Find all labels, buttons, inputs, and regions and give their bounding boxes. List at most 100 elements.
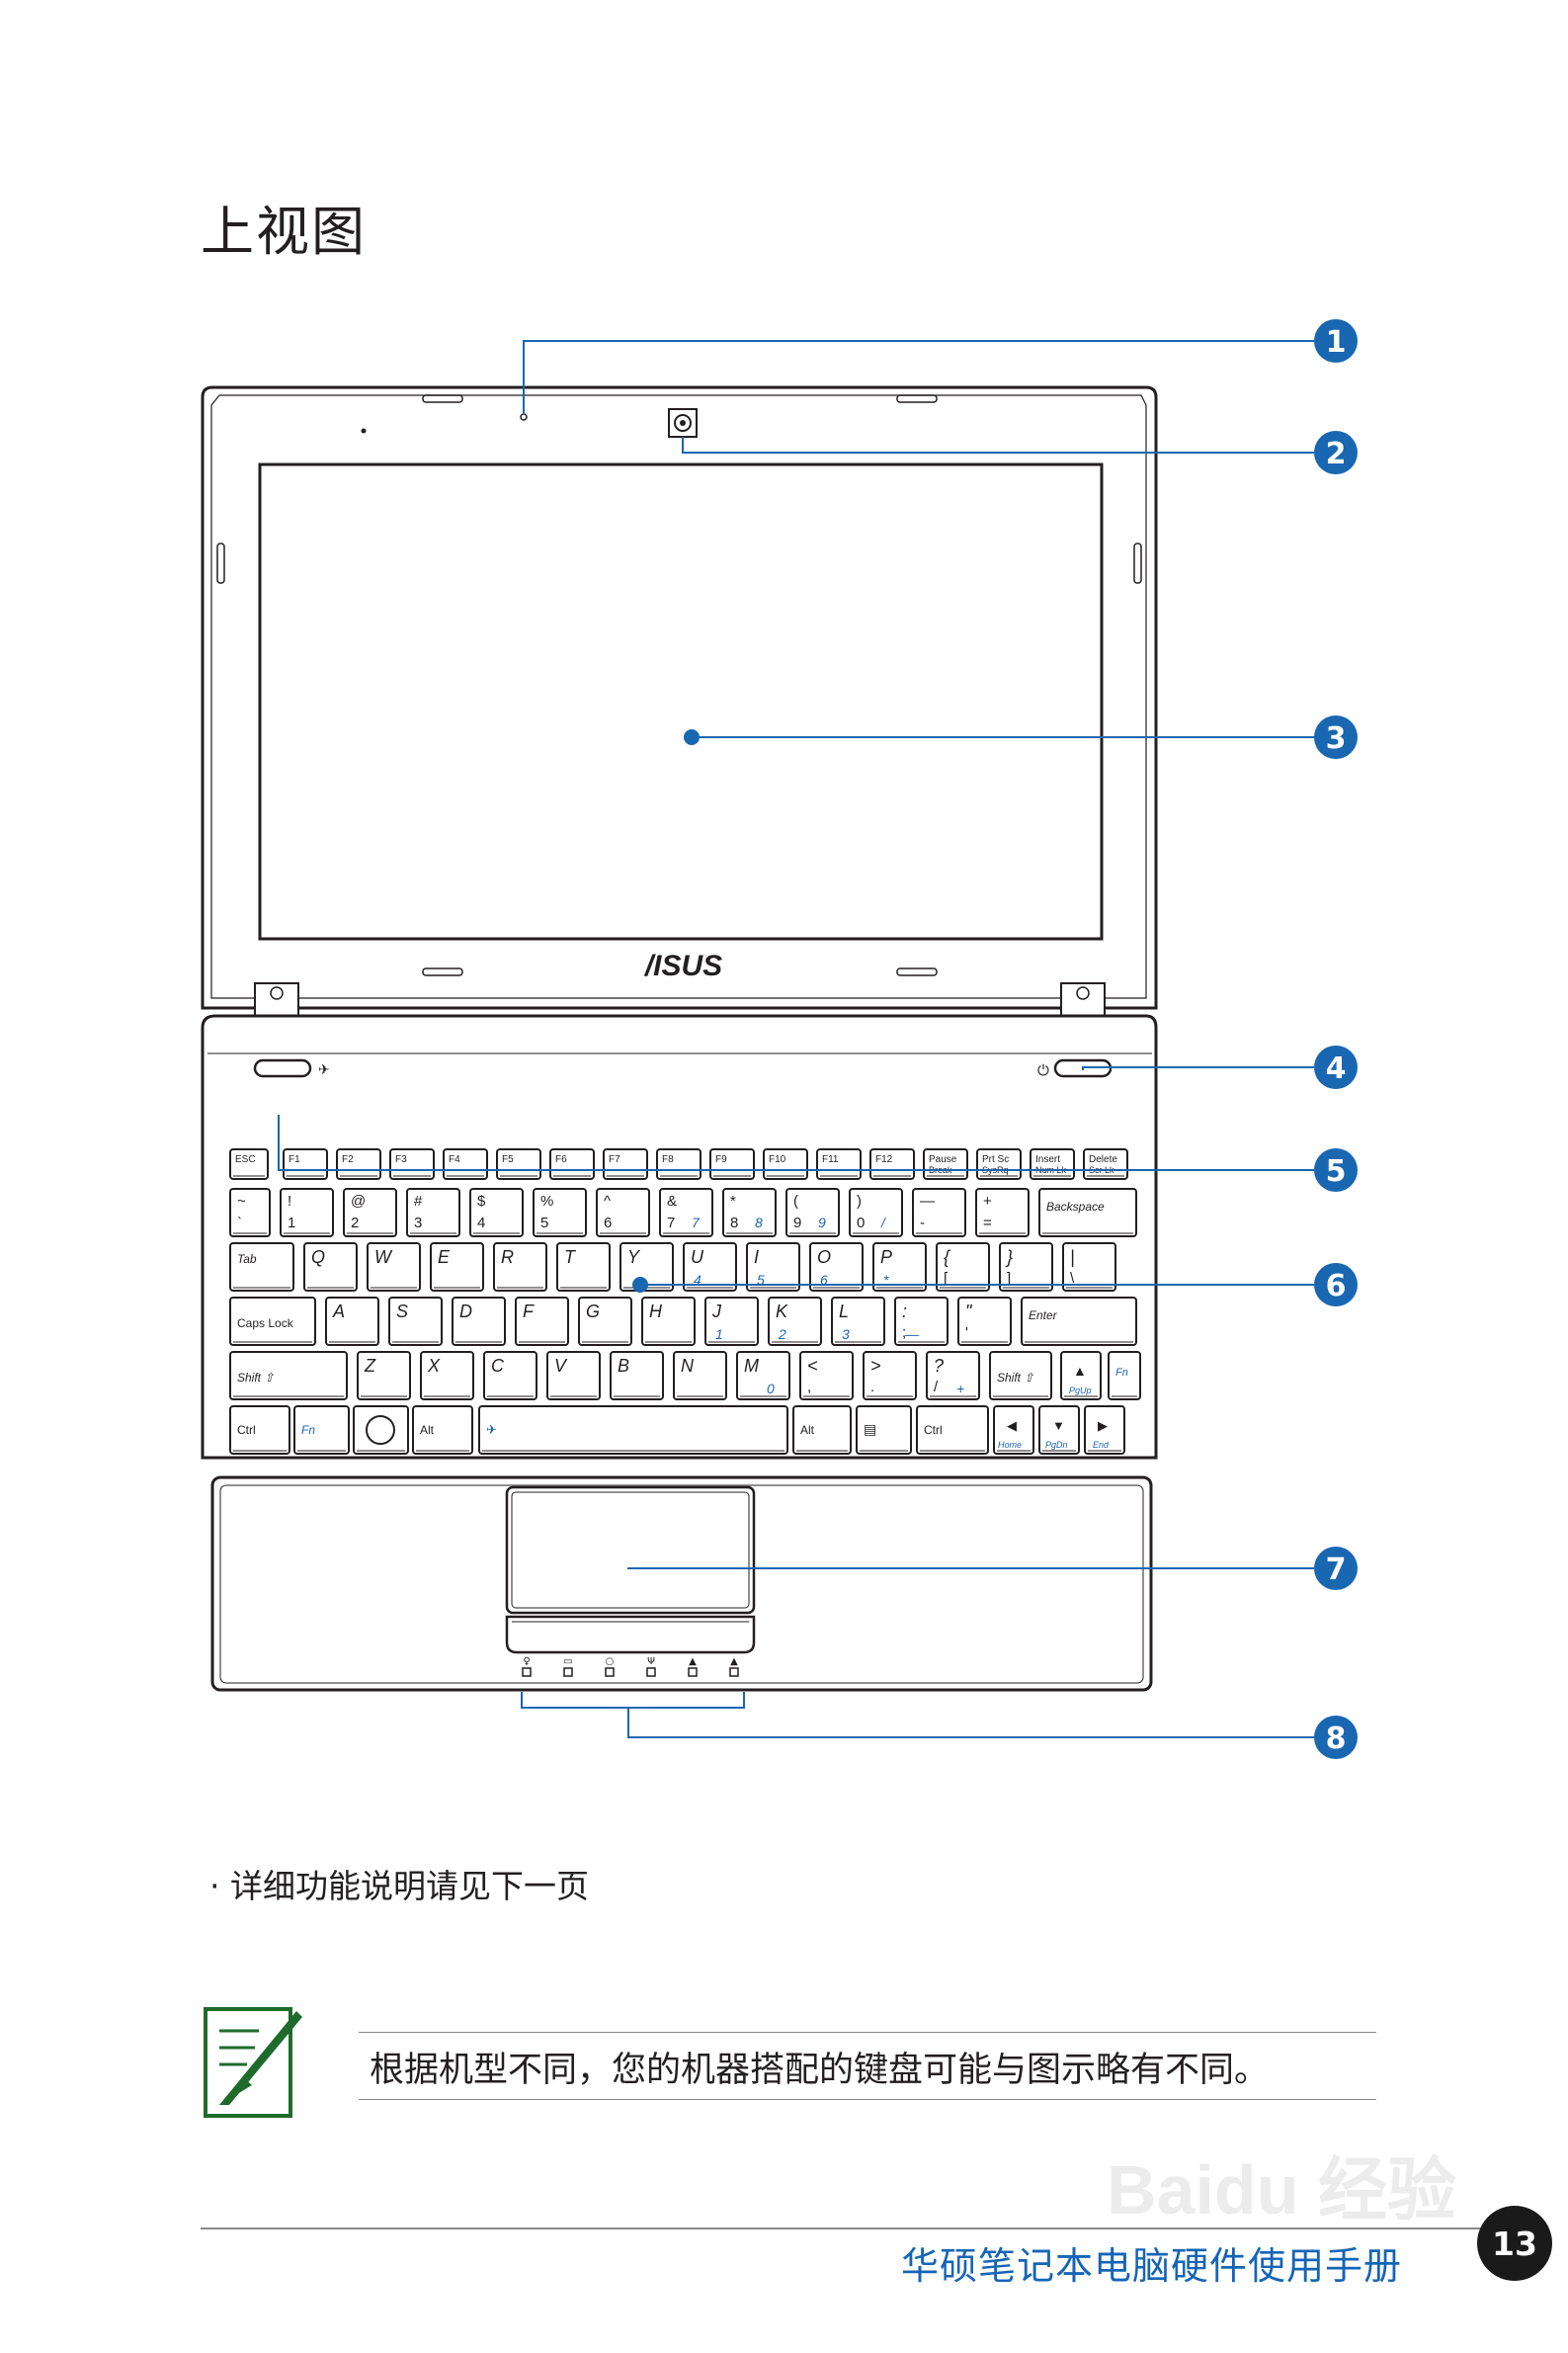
power-button[interactable]: ⏻ xyxy=(1037,1058,1113,1079)
key-alt-left[interactable]: Alt xyxy=(412,1405,473,1455)
key-enter[interactable]: Enter xyxy=(1021,1297,1137,1346)
key-down-arrow[interactable]: ▼PgDn xyxy=(1038,1405,1080,1455)
key-q-5[interactable]: Y xyxy=(619,1242,674,1292)
key-z-7[interactable]: <, xyxy=(799,1351,854,1400)
key-f8[interactable]: F8 xyxy=(656,1148,701,1180)
key-z-1[interactable]: X xyxy=(420,1351,474,1400)
key-left-arrow[interactable]: ◀Home xyxy=(993,1405,1034,1455)
key-f12[interactable]: F12 xyxy=(869,1148,915,1180)
key-z-3[interactable]: V xyxy=(546,1351,601,1400)
key-num-10[interactable]: )0/ xyxy=(849,1188,903,1237)
key-backspace[interactable]: Backspace xyxy=(1038,1188,1137,1237)
key-label: > xyxy=(870,1356,881,1376)
key-esc[interactable]: ESC xyxy=(229,1148,269,1180)
key-ctrl-right[interactable]: Ctrl xyxy=(916,1405,989,1455)
key-q-7[interactable]: I5 xyxy=(746,1242,800,1292)
key-num-0[interactable]: ~` xyxy=(229,1188,271,1237)
key-num-1[interactable]: !1 xyxy=(280,1188,334,1237)
key-up-arrow[interactable]: ▲PgUp xyxy=(1060,1351,1102,1400)
key-a-10[interactable]: "' xyxy=(957,1297,1012,1346)
key-a-6[interactable]: J1 xyxy=(704,1297,759,1346)
key-ctrl-left[interactable]: Ctrl xyxy=(229,1405,290,1455)
key-z-0[interactable]: Z xyxy=(357,1351,411,1400)
key-num-12[interactable]: += xyxy=(975,1188,1030,1237)
key-a-8[interactable]: L3 xyxy=(831,1297,885,1346)
key-a-7[interactable]: K2 xyxy=(768,1297,822,1346)
key-a-1[interactable]: S xyxy=(388,1297,443,1346)
key-fn-right[interactable]: Fn xyxy=(1108,1351,1141,1400)
touchpad-buttons[interactable] xyxy=(505,1615,756,1654)
key-f6[interactable]: F6 xyxy=(549,1148,595,1180)
key-num-3[interactable]: #3 xyxy=(406,1188,460,1237)
key-shift-right[interactable]: Shift ⇧ xyxy=(989,1351,1052,1400)
key-label: 6 xyxy=(604,1215,612,1231)
key-q-9[interactable]: P* xyxy=(872,1242,927,1292)
key-f1[interactable]: F1 xyxy=(283,1148,328,1180)
callout-badge-6: 6 xyxy=(1314,1263,1358,1306)
key-label: 8 xyxy=(755,1215,763,1230)
key-q-8[interactable]: O6 xyxy=(809,1242,864,1292)
key-q-0[interactable]: Q xyxy=(303,1242,358,1292)
key-label: Fn xyxy=(301,1423,315,1437)
key-f9[interactable]: F9 xyxy=(709,1148,755,1180)
key-label: 4 xyxy=(694,1272,701,1288)
key-f11[interactable]: F11 xyxy=(816,1148,862,1180)
key-alt-right[interactable]: Alt xyxy=(792,1405,852,1455)
key-z-9[interactable]: ?/+ xyxy=(926,1351,980,1400)
key-label: PgDn xyxy=(1045,1440,1068,1450)
key-a-4[interactable]: G xyxy=(578,1297,632,1346)
key-label: P xyxy=(880,1247,892,1267)
key-windows[interactable] xyxy=(353,1405,409,1455)
key-num-2[interactable]: @2 xyxy=(343,1188,397,1237)
key-f2[interactable]: F2 xyxy=(336,1148,381,1180)
key-num-11[interactable]: —- xyxy=(912,1188,966,1237)
key-shift-left[interactable]: Shift ⇧ xyxy=(229,1351,348,1400)
key-q-4[interactable]: T xyxy=(556,1242,611,1292)
key-q-1[interactable]: W xyxy=(367,1242,421,1292)
key-f3[interactable]: F3 xyxy=(389,1148,435,1180)
key-num-6[interactable]: ^6 xyxy=(596,1188,650,1237)
key-z-4[interactable]: B xyxy=(610,1351,664,1400)
key-right-arrow[interactable]: ▶End xyxy=(1084,1405,1125,1455)
svg-text:✈: ✈ xyxy=(318,1062,330,1078)
touchpad[interactable] xyxy=(505,1485,756,1615)
key-f10[interactable]: F10 xyxy=(763,1148,808,1180)
key-num-4[interactable]: $4 xyxy=(469,1188,524,1237)
key-z-5[interactable]: N xyxy=(673,1351,727,1400)
key-q-3[interactable]: R xyxy=(493,1242,547,1292)
key-capslock[interactable]: Caps Lock xyxy=(229,1297,316,1346)
key-space[interactable]: ✈ xyxy=(478,1405,788,1455)
key-q-10[interactable]: {[ xyxy=(936,1242,990,1292)
key-label: 1 xyxy=(715,1326,723,1342)
key-a-9[interactable]: :;— xyxy=(894,1297,949,1346)
key-f5[interactable]: F5 xyxy=(496,1148,541,1180)
key-q-11[interactable]: }] xyxy=(999,1242,1053,1292)
key-z-6[interactable]: M0 xyxy=(736,1351,790,1400)
key-q-6[interactable]: U4 xyxy=(683,1242,737,1292)
key-f4[interactable]: F4 xyxy=(443,1148,488,1180)
key-a-5[interactable]: H xyxy=(641,1297,696,1346)
key-menu[interactable]: ▤ xyxy=(856,1405,912,1455)
key-f7[interactable]: F7 xyxy=(603,1148,648,1180)
key-q-12[interactable]: |\ xyxy=(1062,1242,1116,1292)
key-fn-left[interactable]: Fn xyxy=(293,1405,350,1455)
key-label: K xyxy=(776,1302,788,1321)
instant-key-button[interactable]: ✈ xyxy=(253,1058,330,1078)
key-num-5[interactable]: %5 xyxy=(533,1188,587,1237)
key-label: — xyxy=(904,1326,920,1342)
key-a-3[interactable]: F xyxy=(515,1297,569,1346)
key-a-0[interactable]: A xyxy=(325,1297,379,1346)
key-q-2[interactable]: E xyxy=(430,1242,484,1292)
svg-text:♀: ♀ xyxy=(523,1656,530,1667)
key-z-2[interactable]: C xyxy=(483,1351,537,1400)
key-tab[interactable]: Tab xyxy=(229,1242,294,1292)
key-z-8[interactable]: >. xyxy=(863,1351,917,1400)
key-a-2[interactable]: D xyxy=(452,1297,506,1346)
